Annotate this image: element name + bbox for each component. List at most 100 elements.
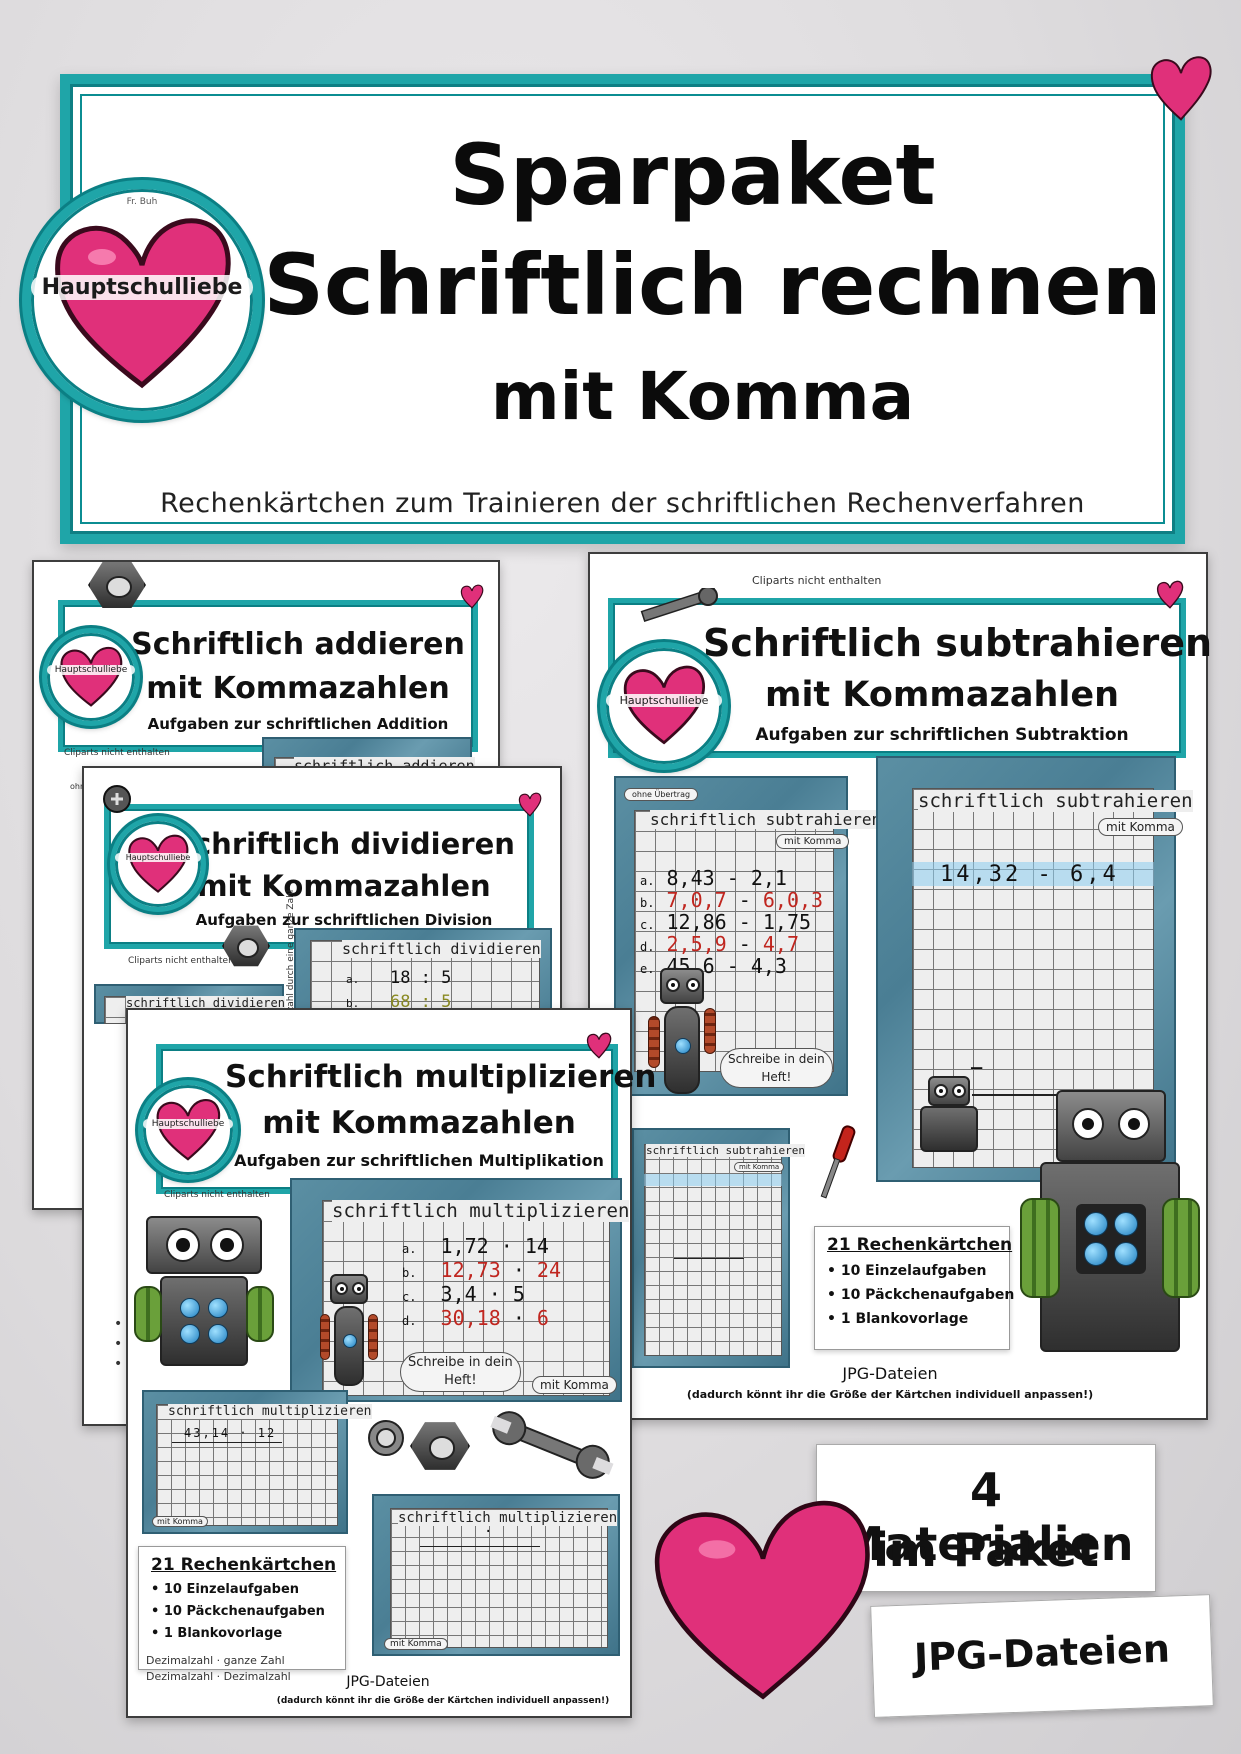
robot-body: [664, 1006, 700, 1094]
multiplication-grid-single: [156, 1404, 338, 1526]
result-line: [972, 1094, 1102, 1096]
addition-title: Schriftlich addieren: [131, 627, 465, 662]
subtraction-single-task: 14,32 - 6,4: [940, 862, 1119, 887]
robot-button: [343, 1334, 357, 1348]
info-item: 1 Blankovorlage: [827, 1307, 997, 1331]
info-item: 1 Blankovorlage: [151, 1623, 333, 1645]
robot-arm: [1162, 1198, 1200, 1298]
banner-title-line-2: Schriftlich rechnen: [263, 236, 1162, 334]
robot-head: [330, 1274, 368, 1304]
robot-button: [208, 1324, 228, 1344]
robot-eye: [352, 1282, 365, 1295]
brand-logo-addition: Hauptschulliebe: [42, 628, 140, 726]
division-small-grid-title: schriftlich dividieren: [126, 996, 285, 1010]
brand-logo-division: Hauptschulliebe: [110, 816, 206, 912]
logo-text: Hauptschulliebe: [31, 275, 253, 300]
sheet-subtraction: Cliparts nicht enthalten Schriftlich sub…: [588, 552, 1213, 1420]
multiplication-single-task: 43,14 · 12: [184, 1426, 277, 1440]
robot-button: [1114, 1242, 1138, 1266]
multiplication-row-d: d. 30,18 · 6: [402, 1306, 549, 1330]
multiplication-board-blank: schriftlich multiplizieren · mit Komma: [372, 1494, 620, 1656]
robot-button: [675, 1038, 691, 1054]
mit-komma-badge: mit Komma: [384, 1638, 448, 1650]
subtraction-row-a: a. 8,43 - 2,1: [640, 866, 787, 890]
robot-eye: [1118, 1108, 1150, 1140]
banner-title-line-1: Sparpaket: [449, 126, 936, 224]
robot-eye: [210, 1228, 244, 1262]
multiplication-grid-title-blank: schriftlich multiplizieren: [398, 1510, 618, 1526]
heart-icon: [128, 834, 189, 893]
banner-subtitle: Rechenkärtchen zum Trainieren der schrif…: [160, 488, 1085, 519]
result-line: [420, 1546, 540, 1547]
subtraction-tag: ohne Übertrag: [624, 788, 699, 801]
screw-head-icon: [103, 785, 131, 813]
logo-text: Hauptschulliebe: [143, 1119, 233, 1129]
multiplication-cliparts-note: Cliparts nicht enthalten: [164, 1190, 270, 1200]
multiplication-row-a: a. 1,72 · 14: [402, 1234, 549, 1258]
info-item: 10 Päckchenaufgaben: [151, 1601, 333, 1623]
subtraction-info-box: 21 Rechenkärtchen 10 Einzelaufgaben 10 P…: [814, 1226, 1014, 1350]
subtraction-row-b: b. 7,0,7 - 6,0,3: [640, 888, 824, 912]
materials-line-1: 4 Materialien: [838, 1463, 1134, 1571]
division-subtitle-kommazahlen: mit Kommazahlen: [197, 869, 491, 903]
subtraction-grid-title-large: schriftlich subtrahieren: [918, 790, 1193, 812]
heart-icon: [460, 584, 484, 609]
minus-sign: −: [970, 1056, 984, 1081]
heart-icon: [654, 1501, 870, 1700]
subtraction-board-blank: schriftlich subtrahieren mit Komma: [632, 1128, 805, 1368]
hidden-list-bullets: •••: [114, 1316, 123, 1372]
robot-illustration: [646, 968, 726, 1108]
multiplication-grid-title: schriftlich multiplizieren: [332, 1200, 630, 1222]
robot-button: [180, 1298, 200, 1318]
robot-arm: [648, 1016, 660, 1068]
robot-button: [1084, 1212, 1108, 1236]
brand-logo-subtraction: Hauptschulliebe: [600, 642, 728, 770]
robot-head: [1056, 1090, 1166, 1162]
robot-eye: [934, 1084, 948, 1098]
robot-body: [920, 1106, 978, 1152]
jpg-label: JPG-Dateien: [870, 1594, 1214, 1718]
robot-head: [660, 968, 704, 1004]
robot-arm: [1020, 1198, 1060, 1298]
robot-arm: [704, 1008, 716, 1054]
info-item: 10 Päckchenaufgaben: [827, 1283, 1014, 1307]
screwdriver-icon: [820, 1125, 856, 1199]
multiplication-row-b: b. 12,73 · 24: [402, 1258, 561, 1282]
subtraction-subtitle-kommazahlen: mit Kommazahlen: [764, 675, 1120, 715]
robot-eye: [952, 1084, 966, 1098]
division-cliparts-note: Cliparts nicht enthalten: [128, 956, 234, 966]
robot-button: [180, 1324, 200, 1344]
subtraction-grid-title: schriftlich subtrahieren: [650, 810, 882, 829]
result-line: [674, 1258, 744, 1259]
jpg-label-text: JPG-Dateien: [913, 1626, 1171, 1680]
subtraction-title: Schriftlich subtrahieren: [703, 621, 1213, 665]
mit-komma-badge: mit Komma: [152, 1516, 208, 1527]
subtraction-resize-note: (dadurch könnt ihr die Größe der Kärtche…: [686, 1388, 1094, 1401]
robot-arm: [246, 1286, 274, 1342]
robot-arm: [368, 1314, 378, 1360]
multiplication-info-box: 21 Rechenkärtchen 10 Einzelaufgaben 10 P…: [138, 1546, 346, 1670]
subtraction-sub: Aufgaben zur schriftlichen Subtraktion: [755, 725, 1129, 745]
multiplication-title: Schriftlich multiplizieren: [225, 1059, 657, 1095]
hex-nut-icon: [410, 1422, 470, 1470]
subtraction-cliparts-note: Cliparts nicht enthalten: [752, 574, 882, 587]
multiplication-card-head: Schriftlich multiplizieren mit Kommazahl…: [156, 1044, 657, 1194]
robot-illustration: [1020, 1090, 1200, 1380]
brand-logo-multiplication: Hauptschulliebe: [138, 1080, 238, 1180]
multiplication-subtitle-kommazahlen: mit Kommazahlen: [262, 1105, 576, 1141]
robot-eye: [335, 1282, 348, 1295]
robot-arm: [320, 1314, 330, 1360]
division-grid-title: schriftlich dividieren: [342, 940, 541, 958]
mit-komma-badge: mit Komma: [776, 834, 850, 849]
mit-komma-badge: mit Komma: [734, 1162, 785, 1172]
screw-icon: [640, 588, 718, 623]
info-item: 10 Einzelaufgaben: [827, 1259, 997, 1283]
robot-body: [334, 1306, 364, 1386]
heart-icon: [1156, 580, 1184, 609]
result-line: [172, 1442, 282, 1443]
subtraction-jpg-note: JPG-Dateien: [842, 1364, 938, 1383]
multiplication-board-single: schriftlich multiplizieren 43,14 · 12 mi…: [142, 1390, 372, 1534]
info-title: 21 Rechenkärtchen: [151, 1555, 337, 1575]
addition-sub: Aufgaben zur schriftlichen Addition: [147, 715, 449, 733]
